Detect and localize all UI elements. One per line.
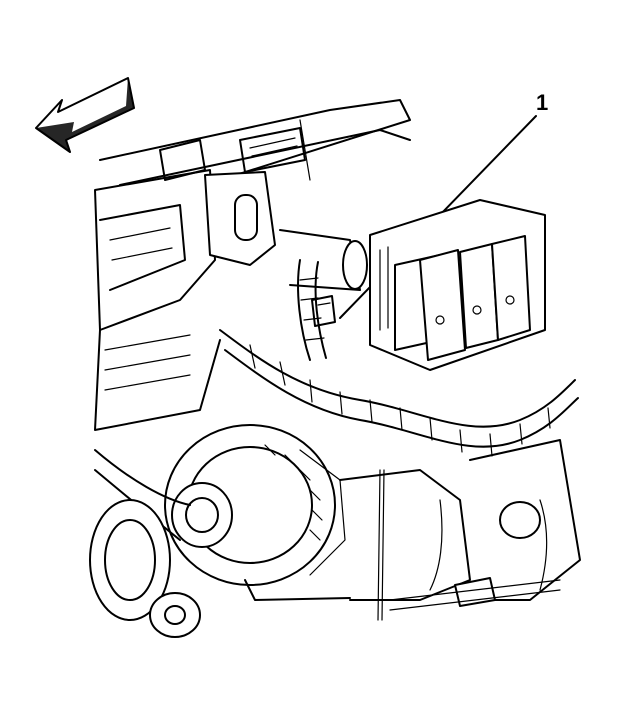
- front-direction-arrow-icon: [35, 77, 135, 153]
- callout-1-label: 1: [536, 90, 548, 115]
- drive-belt: [89, 449, 201, 638]
- relay-block: [369, 199, 546, 371]
- alternator: [164, 424, 346, 586]
- mounting-bracket: [204, 171, 276, 266]
- wiring-harness: [219, 259, 579, 457]
- engine-block: [94, 169, 221, 431]
- lower-engine: [244, 439, 581, 621]
- intake-pipe: [279, 229, 368, 291]
